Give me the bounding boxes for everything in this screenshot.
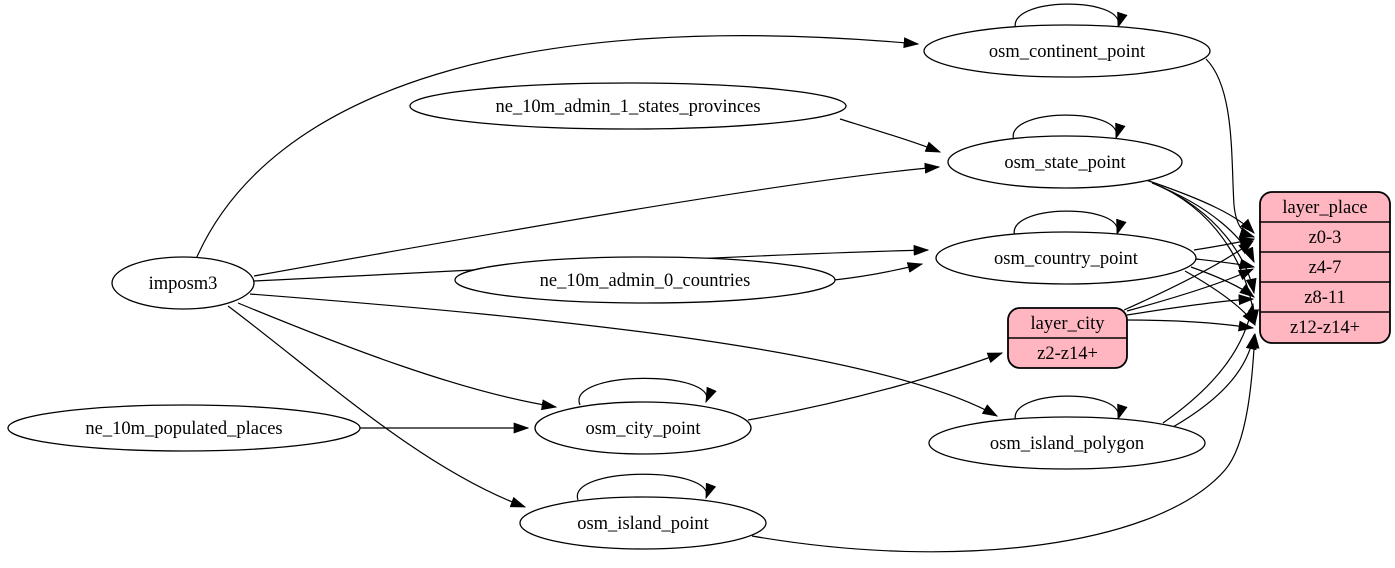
node-layer-place: layer_place z0-3 z4-7 z8-11 z12-z14+ (1259, 191, 1391, 344)
osm-state-point-shape (947, 135, 1183, 189)
osm-country-point-label: osm_country_point (994, 249, 1139, 269)
node-osm-state-point: osm_state_point (947, 135, 1183, 189)
layer-place-title: layer_place (1282, 198, 1367, 218)
ne-10m-admin-0-countries-shape (454, 256, 836, 304)
self-loop-osm-state-point (1012, 114, 1126, 142)
node-osm-island-polygon: osm_island_polygon (928, 416, 1206, 470)
edge-osm-island-polygon-to-layer-place-z12-z14 (1172, 333, 1257, 428)
self-loop-osm-city-point (578, 377, 717, 406)
osm-state-point-label: osm_state_point (1004, 153, 1126, 173)
osm-island-point-shape (519, 496, 767, 550)
node-osm-city-point: osm_city_point (534, 401, 752, 455)
edge-osm-continent-point-to-layer-place-z0-3 (1205, 58, 1256, 238)
osm-continent-point-shape (923, 24, 1211, 78)
osm-country-point-shape (935, 231, 1197, 285)
edge-osm-country-point-to-layer-place-z4-7 (1195, 258, 1256, 270)
edge-imposm3-to-osm-island-point (227, 305, 527, 508)
edge-osm-island-point-to-layer-place-z12-z14 (751, 332, 1260, 553)
node-osm-continent-point: osm_continent_point (923, 24, 1211, 78)
self-loop-osm-island-point (577, 473, 717, 501)
node-ne-10m-admin-0-countries: ne_10m_admin_0_countries (454, 256, 836, 304)
self-loop-osm-island-polygon (1014, 395, 1128, 423)
osm-continent-point-label: osm_continent_point (989, 42, 1146, 62)
node-ne-10m-admin-1-states-provinces: ne_10m_admin_1_states_provinces (409, 82, 847, 130)
layer-place-row-z8-11: z8-11 (1304, 288, 1345, 308)
edge-imposm3-to-osm-island-polygon (249, 293, 999, 417)
edge-layer (195, 3, 1260, 553)
layer-place-row-z12-z14: z12-z14+ (1290, 318, 1360, 338)
node-osm-island-point: osm_island_point (519, 496, 767, 550)
osm-island-polygon-label: osm_island_polygon (990, 434, 1144, 454)
node-imposm3: imposm3 (111, 256, 255, 310)
self-loop-osm-country-point (1013, 210, 1127, 238)
edge-layer-city-to-layer-place-z8-11 (1126, 294, 1255, 316)
edge-osm-city-point-to-layer-city-z2-z14 (747, 352, 1004, 421)
edge-imposm3-to-osm-state-point (253, 162, 941, 277)
layer-city-title: layer_city (1031, 314, 1106, 334)
osm-city-point-shape (534, 401, 752, 455)
osm-city-point-label: osm_city_point (585, 419, 701, 439)
layer-place-row-z0-3: z0-3 (1309, 228, 1342, 248)
imposm3-shape (111, 256, 255, 310)
edge-imposm3-to-osm-continent-point (195, 35, 920, 260)
edge-osm-island-polygon-to-layer-place-z8-11 (1162, 302, 1256, 424)
edge-osm-state-point-to-layer-place-z8-11 (1156, 184, 1257, 295)
edge-layer-city-to-layer-place-z0-3 (1123, 240, 1254, 311)
edge-ne-10m-admin-0-countries-to-osm-country-point (833, 262, 924, 281)
layer-city-row-z2-z14: z2-z14+ (1037, 344, 1098, 364)
ne-10m-populated-places-shape (7, 404, 361, 452)
edge-layer-city-to-layer-place-z12-z14 (1126, 319, 1255, 332)
imposm3-label: imposm3 (149, 274, 218, 294)
ne-10m-populated-places-label: ne_10m_populated_places (85, 419, 282, 439)
node-ne-10m-populated-places: ne_10m_populated_places (7, 404, 361, 452)
node-osm-country-point: osm_country_point (935, 231, 1197, 285)
self-loop-osm-continent-point (1014, 3, 1128, 31)
ne-10m-admin-0-countries-label: ne_10m_admin_0_countries (540, 271, 751, 291)
edge-imposm3-to-osm-city-point (237, 302, 558, 411)
edge-ne-10m-admin-1-states-provinces-to-osm-state-point (839, 118, 942, 153)
edge-osm-state-point-to-layer-place-z0-3 (1145, 179, 1255, 234)
ne-10m-admin-1-states-provinces-shape (409, 82, 847, 130)
edge-layer-city-to-layer-place-z4-7 (1126, 268, 1255, 312)
ne-10m-admin-1-states-provinces-label: ne_10m_admin_1_states_provinces (495, 97, 760, 117)
osm-island-point-label: osm_island_point (577, 514, 709, 534)
osm-island-polygon-shape (928, 416, 1206, 470)
layer-place-shape (1259, 191, 1391, 344)
node-layer-city: layer_city z2-z14+ (1007, 307, 1128, 369)
edge-osm-country-point-to-layer-place-z0-3 (1193, 236, 1256, 251)
layer-place-row-z4-7: z4-7 (1309, 258, 1342, 278)
